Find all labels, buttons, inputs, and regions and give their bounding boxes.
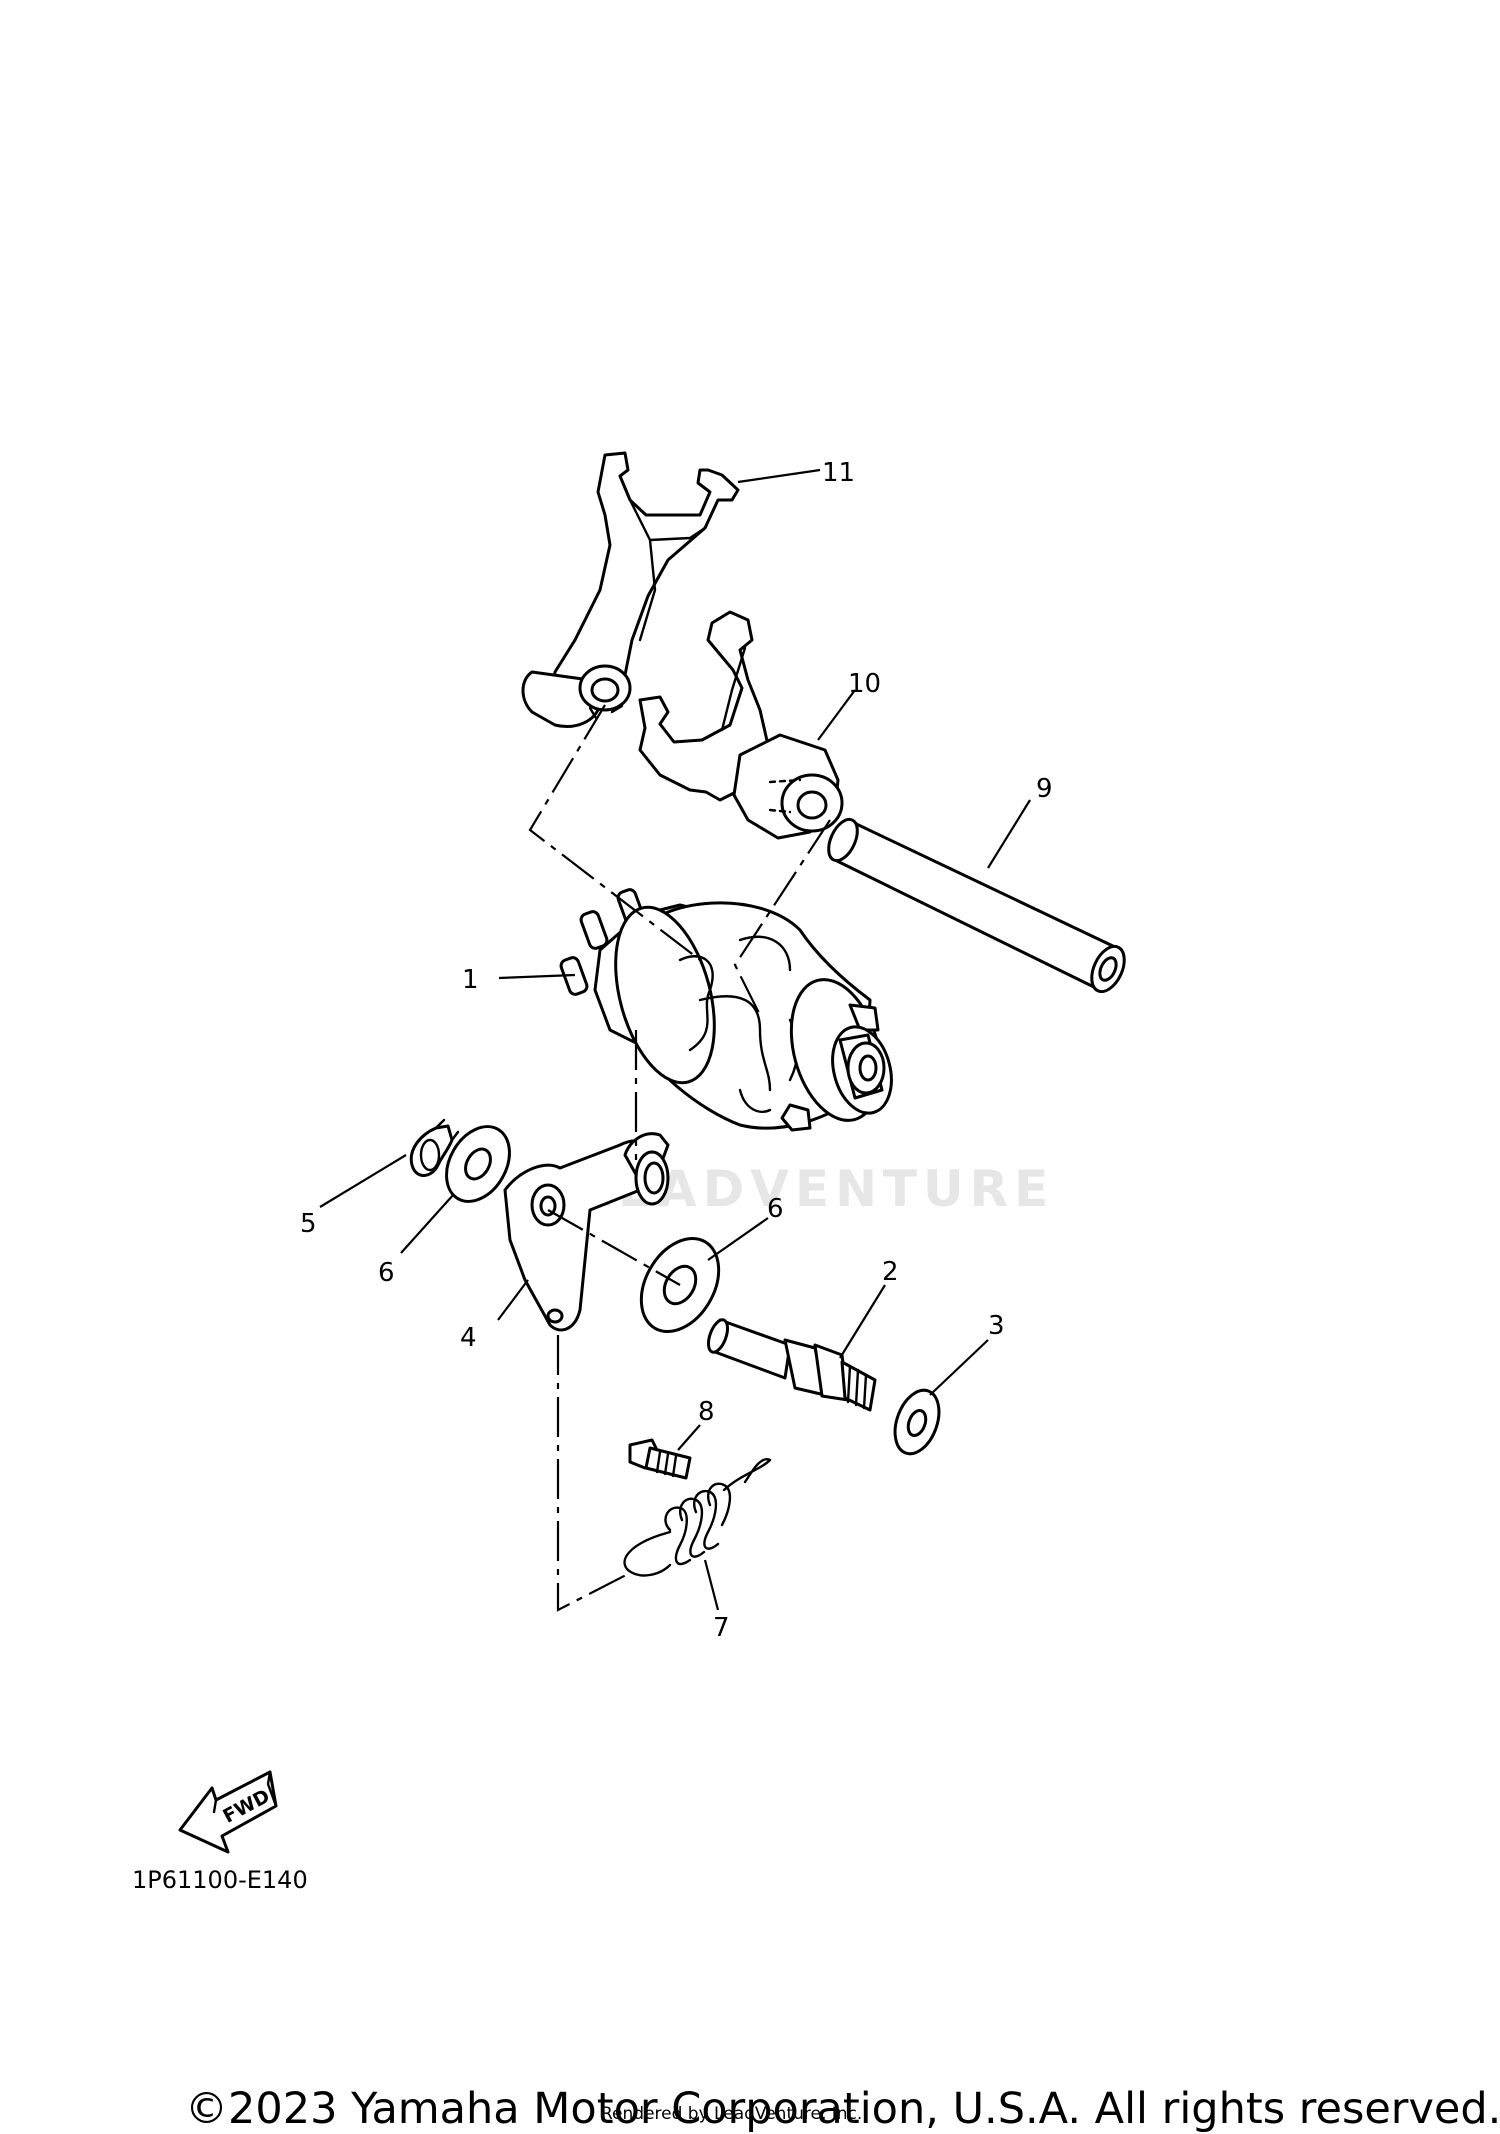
callout-4: 4: [460, 1323, 477, 1353]
washer-6a[interactable]: [434, 1115, 522, 1212]
callout-6b: 6: [767, 1194, 784, 1224]
callout-6a: 6: [378, 1258, 395, 1288]
shift-fork-11[interactable]: [521, 451, 740, 728]
shift-fork-10[interactable]: [638, 610, 844, 840]
spring-7[interactable]: [623, 1458, 772, 1577]
callout-8: 8: [698, 1397, 715, 1427]
callout-2: 2: [882, 1257, 899, 1287]
screw-8[interactable]: [628, 1438, 692, 1480]
leader-lines: [319, 468, 1031, 1611]
stopper-lever-4[interactable]: [503, 1132, 670, 1332]
shift-cam-1[interactable]: [559, 888, 900, 1132]
diagram-code: 1P61100-E140: [132, 1866, 308, 1894]
fwd-arrow-icon: FWD: [178, 1770, 278, 1854]
alignment-lines: [528, 704, 831, 1612]
callout-1: 1: [462, 965, 479, 995]
callout-9: 9: [1036, 774, 1053, 804]
circlip-5[interactable]: [409, 1118, 460, 1177]
callout-5: 5: [300, 1209, 317, 1239]
callout-11: 11: [822, 458, 855, 488]
callout-10: 10: [848, 669, 881, 699]
guide-bar-9[interactable]: [823, 815, 1131, 997]
callout-3: 3: [988, 1311, 1005, 1341]
washer-3[interactable]: [887, 1384, 947, 1460]
rendered-by-notice: Rendered by LeadVenture, Inc.: [601, 2104, 863, 2124]
stopper-bolt-2[interactable]: [705, 1317, 877, 1412]
callout-numbers: 11 10 9 1 5 6 4 6 2 3 8 7: [300, 458, 1053, 1643]
callout-7: 7: [713, 1613, 730, 1643]
